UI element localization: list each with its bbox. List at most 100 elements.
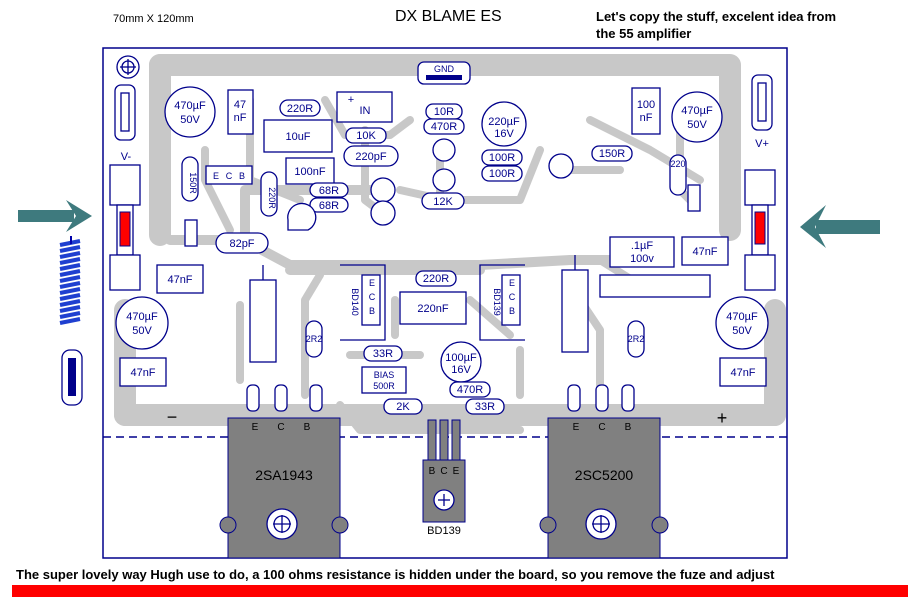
in-plus-label: + xyxy=(348,94,354,106)
pin-label: B xyxy=(304,422,311,433)
cap-100nf-mid: 100nF xyxy=(285,157,335,185)
cap-label: 50V xyxy=(687,119,707,131)
res-label: 150R xyxy=(188,172,198,194)
inductor-coil xyxy=(59,236,81,325)
resistor-470r-bottom: 470R xyxy=(449,381,491,398)
cap-label: .1µF xyxy=(631,240,654,252)
transistor-label: 2SA1943 xyxy=(255,467,313,483)
cap-10uf: 10uF xyxy=(263,119,333,153)
pin-label: C xyxy=(226,171,233,181)
board-size-note: 70mm X 120mm xyxy=(113,13,194,25)
driver-bd139: BD139 E C B xyxy=(479,264,525,341)
bottom-note: The super lovely way Hugh use to do, a 1… xyxy=(16,567,775,582)
resistor-68r-2: 68R xyxy=(309,197,349,213)
resistor-68r-1: 68R xyxy=(309,182,349,198)
res-label: 470R xyxy=(457,384,483,396)
cap-label: 47nF xyxy=(167,274,192,286)
resistor-220r-vertical-left: 220R xyxy=(260,171,278,217)
pin-label: C xyxy=(509,292,516,302)
resistor-100r-1: 100R xyxy=(481,149,523,166)
v-minus-label: V- xyxy=(121,151,132,163)
cap-label: 470µF xyxy=(726,311,758,323)
power-resistor-left xyxy=(249,279,277,363)
cap-47nf-top: 47 nF xyxy=(227,89,254,135)
transistor-ecb-left: E C B xyxy=(205,165,253,185)
cap-100nf-top: 100 nF xyxy=(631,87,661,135)
transistor-label: 2SC5200 xyxy=(575,467,634,483)
output-transistor-2sc5200: E C B 2SC5200 xyxy=(539,384,669,559)
pin-label: E xyxy=(213,171,219,181)
top-note-line-1: Let's copy the stuff, excelent idea from xyxy=(596,9,837,24)
bias-value: 500R xyxy=(373,381,395,391)
bias-label: BIAS xyxy=(374,370,395,380)
power-resistor-horizontal xyxy=(599,274,711,298)
res-label: 100R xyxy=(489,152,515,164)
transistor-small-1 xyxy=(287,202,317,231)
driver-label: BD140 xyxy=(350,288,360,316)
cap-label: 100µF xyxy=(445,352,477,364)
resistor-150r-left: 150R xyxy=(181,156,199,202)
cap-47nf-left: 47nF xyxy=(156,264,204,294)
res-label: 33R xyxy=(373,348,393,360)
pin-label: E xyxy=(252,422,259,433)
resistor-2r2-right: 2R2 xyxy=(627,320,645,358)
cap-47nf-bottom-left: 47nF xyxy=(119,357,167,387)
res-label: 10R xyxy=(434,106,454,118)
res-label: 10K xyxy=(356,130,376,142)
cap-label: 47 xyxy=(234,99,246,111)
small-resistor-right xyxy=(687,184,701,212)
res-label: 68R xyxy=(319,185,339,197)
res-label: 12K xyxy=(433,196,453,208)
res-label: 33R xyxy=(475,401,495,413)
res-label: 220 xyxy=(670,159,685,169)
cap-label: 50V xyxy=(180,114,200,126)
fuse-left: V- xyxy=(109,84,141,291)
resistor-33r-2: 33R xyxy=(465,398,505,415)
resistor-2r2-left: 2R2 xyxy=(305,320,323,358)
pin-label: E xyxy=(453,466,460,477)
res-label: 2K xyxy=(396,401,410,413)
cap-82pf: 82pF xyxy=(215,232,269,254)
resistor-220-vertical-right: 220 xyxy=(669,154,687,196)
bias-trimmer: BIAS 500R xyxy=(361,366,407,394)
pin-label: E xyxy=(509,278,515,288)
cap-label: 470µF xyxy=(126,311,158,323)
res-label: 2R2 xyxy=(306,334,323,344)
cap-label: 47nF xyxy=(730,367,755,379)
cap-label: 220µF xyxy=(488,116,520,128)
arrow-right xyxy=(800,205,880,248)
cap-470uf-top-right: 470µF 50V xyxy=(671,91,723,143)
resistor-10k: 10K xyxy=(345,127,387,144)
res-label: 220R xyxy=(423,273,449,285)
cap-470uf-bottom-right: 470µF 50V xyxy=(715,296,769,350)
page-title: DX BLAME ES xyxy=(395,8,502,25)
res-label: 470R xyxy=(431,121,457,133)
small-resistor-left xyxy=(184,219,198,247)
gnd-pad: GND xyxy=(417,61,471,85)
pin-label: C xyxy=(277,422,284,433)
coil-bracket xyxy=(61,349,83,406)
pin-label: B xyxy=(625,422,632,433)
mounting-screw xyxy=(116,55,140,79)
pin-label: C xyxy=(369,292,376,302)
transistor-label: BD139 xyxy=(427,525,461,537)
in-label: IN xyxy=(360,105,371,117)
transistor-small-2 xyxy=(370,177,396,226)
bottom-red-bar xyxy=(12,585,908,597)
res-label: 220 xyxy=(670,159,685,169)
resistor-470r-top: 470R xyxy=(423,118,465,135)
minus-rail-label: − xyxy=(167,407,178,427)
pin-label: B xyxy=(239,171,245,181)
cap-label: 220nF xyxy=(417,303,448,315)
cap-label: 470µF xyxy=(174,100,206,112)
cap-47nf-bottom-right: 47nF xyxy=(719,357,767,387)
cap-label: 220pF xyxy=(355,151,386,163)
pin-label: E xyxy=(573,422,580,433)
resistor-33r-1: 33R xyxy=(363,345,403,362)
cap-label: 10uF xyxy=(285,131,310,143)
res-label: 150R xyxy=(599,148,625,160)
arrow-left xyxy=(18,200,92,232)
cap-label: 82pF xyxy=(229,238,254,250)
cap-label: nF xyxy=(234,112,247,124)
